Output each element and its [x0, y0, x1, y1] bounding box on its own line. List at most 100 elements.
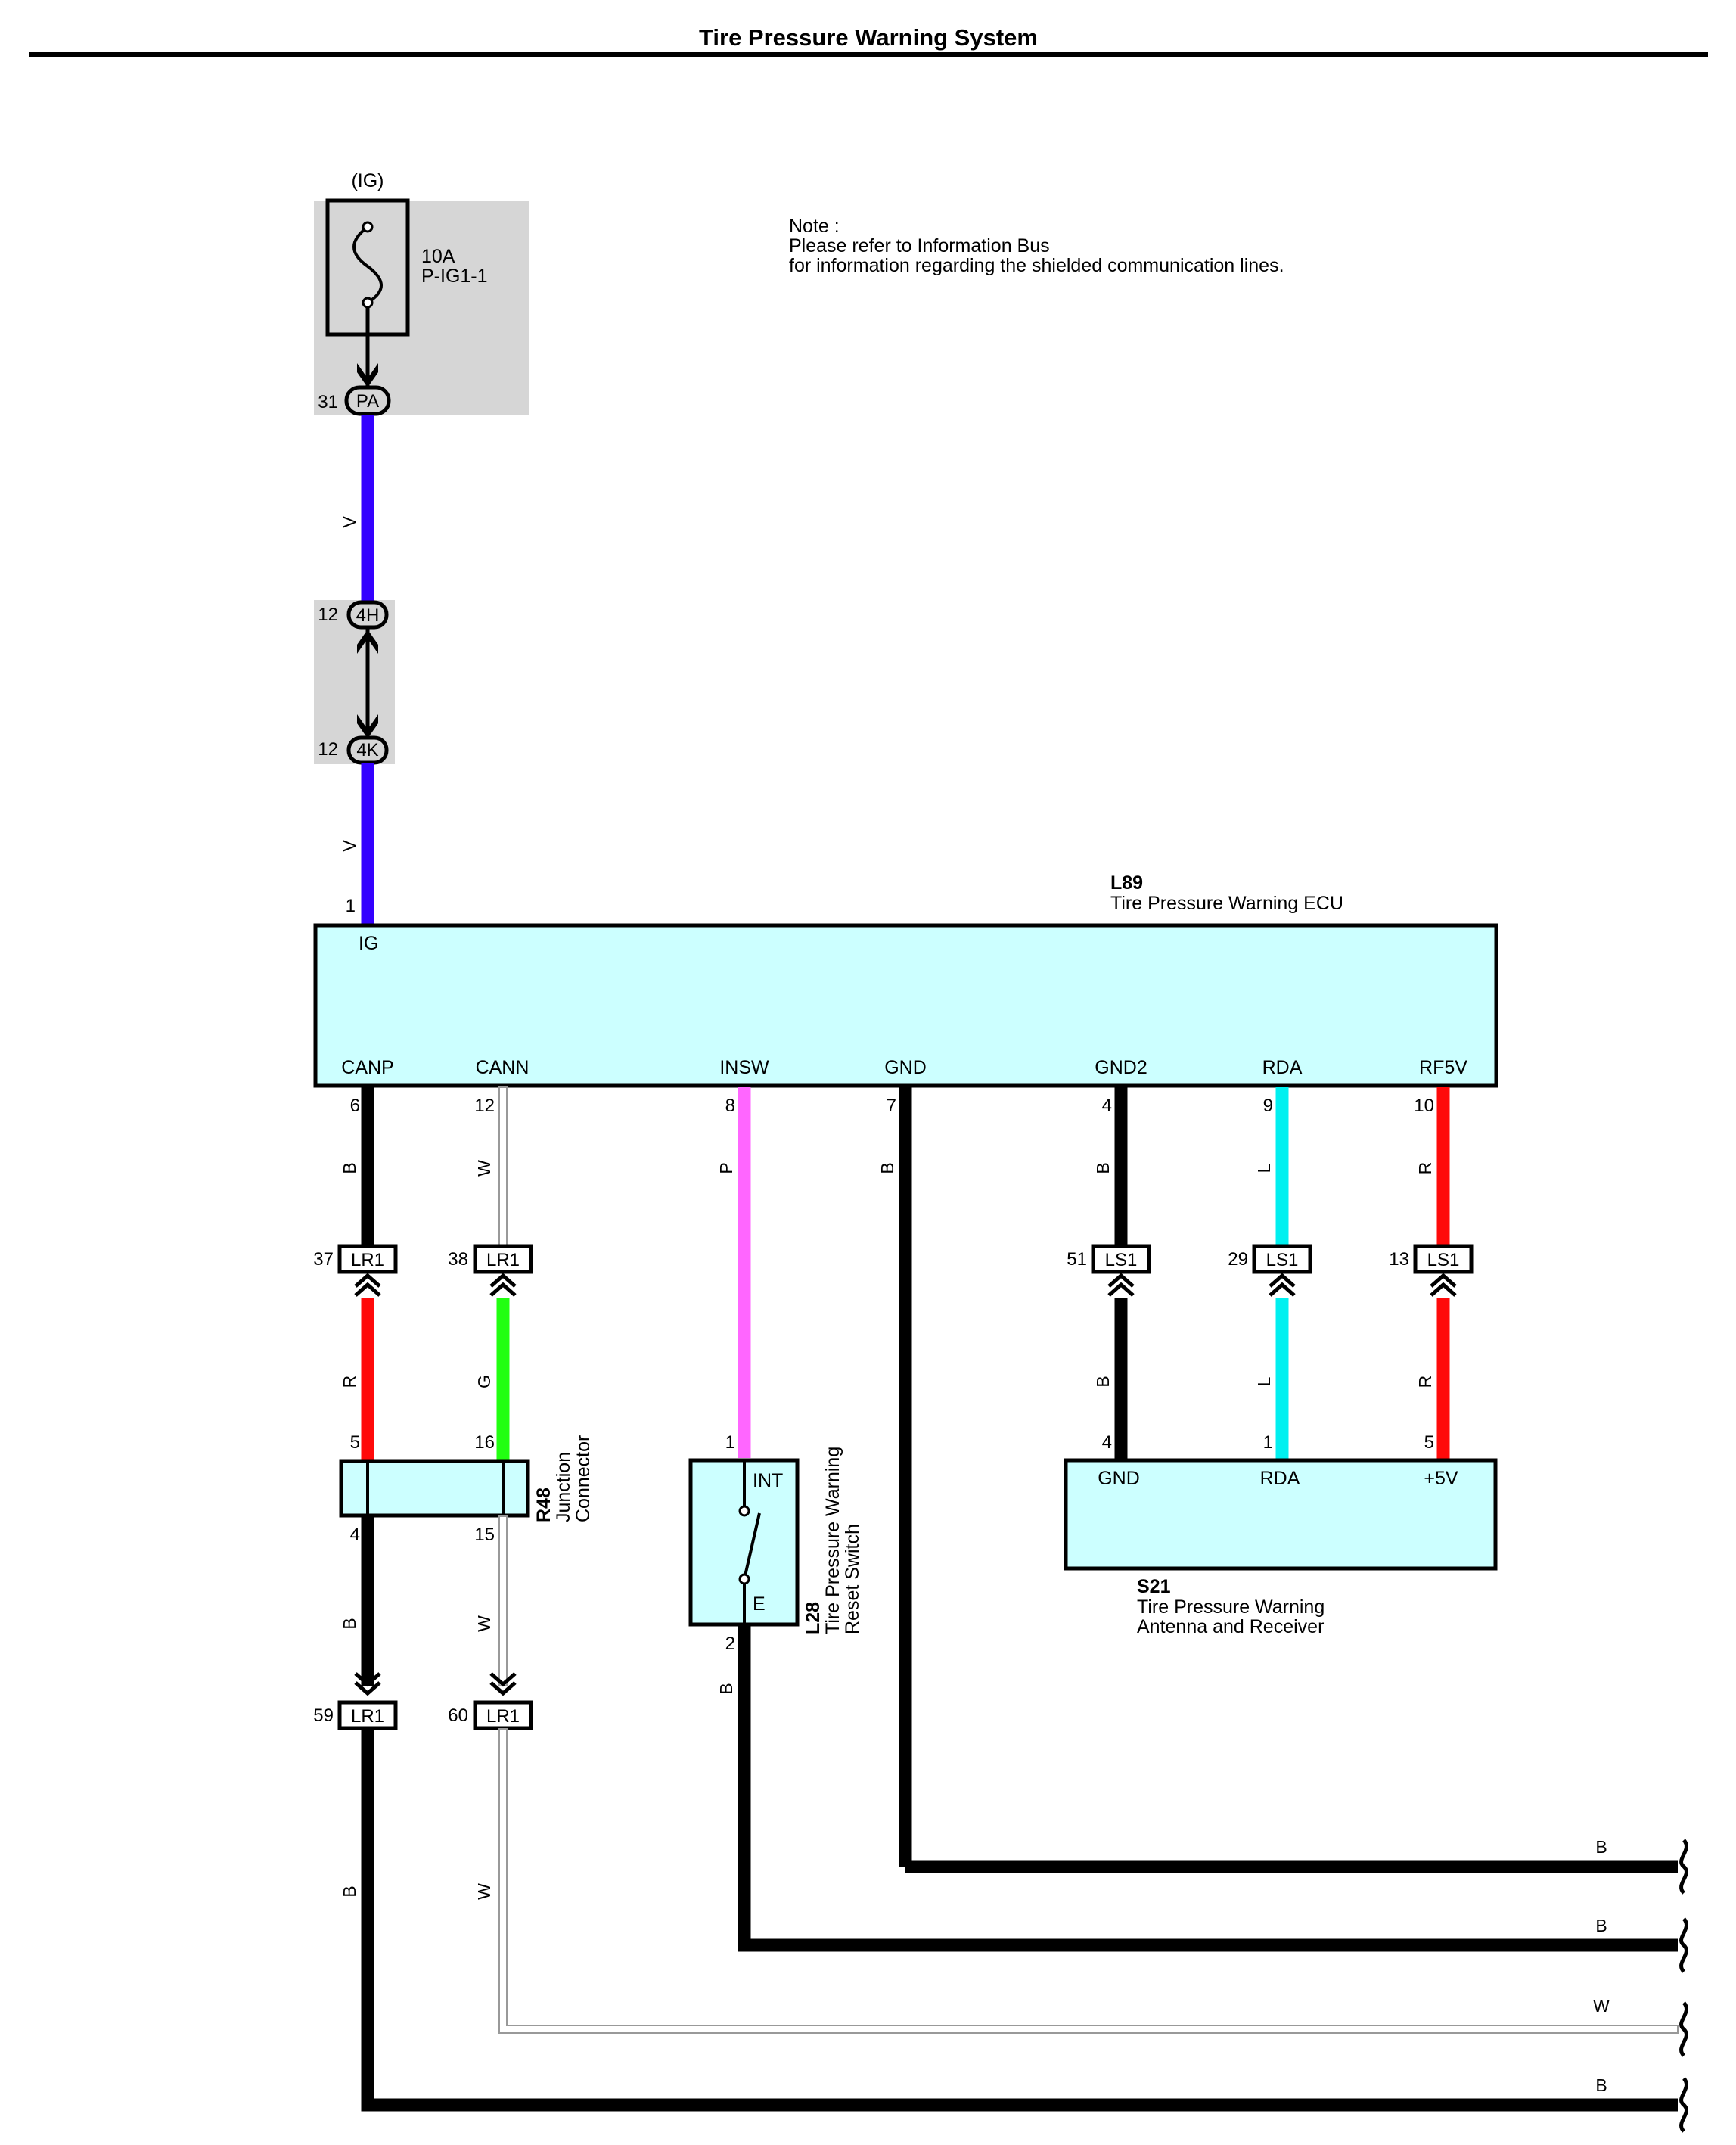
ecu-l89: L89 Tire Pressure Warning ECU IG CANP CA… — [313, 872, 1498, 1088]
l28-pin-1: 1 — [725, 1432, 735, 1453]
ecu-name: Tire Pressure Warning ECU — [1110, 893, 1343, 914]
lr1-59-connector — [337, 1700, 398, 1730]
row2-chevrons — [354, 1672, 517, 1696]
fuse-name: P-IG1-1 — [421, 266, 488, 287]
s21-terminal-gnd: GND — [1098, 1468, 1140, 1489]
ecu-pin-rf5v: 10 — [1414, 1096, 1434, 1116]
wire-color-l28-2-down: B — [716, 1683, 736, 1694]
c4h-connector-label: 4H — [356, 605, 380, 626]
r48-box — [339, 1459, 530, 1518]
c4k-arrow-icon — [357, 714, 378, 738]
fuse-supply-label: (IG) — [351, 170, 384, 191]
ecu-terminal-gnd2: GND2 — [1095, 1057, 1147, 1078]
l28-pin-2: 2 — [725, 1634, 735, 1654]
l28-name-1: Tire Pressure Warning — [822, 1447, 843, 1634]
wire-color-rda: L — [1254, 1163, 1274, 1173]
c4k-pin: 12 — [318, 739, 338, 760]
chevron-up-icon — [489, 1273, 517, 1297]
lr1-60-pin: 60 — [448, 1705, 468, 1726]
fuse-terminal-top — [362, 221, 374, 233]
fuse-terminal-bottom — [362, 297, 374, 309]
ecu-terminal-gnd: GND — [884, 1057, 927, 1078]
c4h-connector — [346, 600, 389, 630]
ls1-51-pin: 51 — [1067, 1249, 1087, 1270]
lr1-59-label: LR1 — [351, 1706, 384, 1727]
wire-break-icon — [1679, 2077, 1688, 2133]
wire-r48-15-down — [498, 1515, 508, 1686]
l28-terminal-e: E — [753, 1593, 766, 1615]
ls1-29-connector — [1252, 1244, 1312, 1274]
ecu-ig-label: IG — [359, 933, 378, 954]
note-line-3: for information regarding the shielded c… — [789, 255, 1284, 276]
ecu-terminal-cann: CANN — [476, 1057, 529, 1078]
c4k-connector-label: 4K — [356, 740, 378, 760]
ls1-13-connector — [1413, 1244, 1474, 1274]
chevron-up-icon — [1107, 1273, 1135, 1297]
s21-pin-rda: 1 — [1263, 1432, 1273, 1453]
output-color-4: B — [1595, 2075, 1607, 2095]
fuse-connector-arrow-icon — [357, 363, 378, 387]
s21-pin-gnd: 4 — [1102, 1432, 1112, 1453]
switch-lever-icon — [743, 1512, 761, 1580]
ecu-pin-gnd: 7 — [887, 1096, 896, 1116]
s21-terminal-5v: +5V — [1424, 1468, 1458, 1489]
ls1-51-connector — [1091, 1244, 1151, 1274]
c4h-arrow-icon — [357, 630, 378, 654]
wire-lr1-59-out — [361, 1729, 1678, 2112]
s21-box — [1064, 1458, 1498, 1571]
wire-color-canp: B — [340, 1162, 359, 1174]
chevron-down-icon — [489, 1672, 517, 1696]
lr1-60-connector — [473, 1700, 533, 1730]
output-color-1: B — [1595, 1837, 1607, 1857]
wire-color-gnd2: B — [1093, 1162, 1113, 1174]
continuation-marks — [1679, 1839, 1688, 2133]
l28-id: L28 — [803, 1602, 824, 1634]
ecu-pin-gnd2: 4 — [1102, 1096, 1112, 1116]
s21-name-2: Antenna and Receiver — [1137, 1616, 1324, 1637]
l28-contact-bottom — [738, 1573, 750, 1585]
l28-contact-top — [738, 1505, 750, 1517]
wire-color-lr1-59-down: B — [340, 1885, 359, 1897]
r48-pin-5: 5 — [350, 1432, 360, 1453]
wire-color-gnd: B — [877, 1162, 897, 1174]
wire-lr1-60-out — [498, 1728, 1679, 2034]
lr1-60-label: LR1 — [486, 1706, 520, 1727]
wire-color-lr1-38-down: G — [474, 1375, 494, 1388]
wire-color-lr1-37-down: R — [340, 1376, 359, 1388]
ls1-29-pin: 29 — [1228, 1249, 1248, 1270]
chevron-up-icon — [1269, 1273, 1296, 1297]
c4h-pin: 12 — [318, 605, 338, 625]
r48-name-2: Connector — [573, 1435, 594, 1522]
wire-break-icon — [1679, 1839, 1688, 1895]
wire-color-ls1-29-down: L — [1254, 1376, 1274, 1386]
ecu-box — [313, 923, 1498, 1088]
connector-row-1: 37 LR1 38 LR1 51 LS1 29 LS1 13 LS1 — [313, 1244, 1474, 1274]
s21-id: S21 — [1137, 1576, 1171, 1597]
wire-color-r48-15-down: W — [474, 1615, 494, 1632]
ls1-13-label: LS1 — [1427, 1250, 1460, 1270]
l28-reset-switch: 1 INT E 2 L28 Tire Pressure Warning Rese… — [688, 1432, 863, 1654]
note-line-1: Note : — [789, 216, 840, 237]
chevron-up-icon — [1430, 1273, 1457, 1297]
note-line-2: Please refer to Information Bus — [789, 235, 1050, 256]
wire-color-r48-4-down: B — [340, 1618, 359, 1629]
lr1-38-connector — [473, 1244, 533, 1274]
ecu-terminal-rf5v: RF5V — [1419, 1057, 1467, 1078]
l28-terminal-int: INT — [753, 1470, 783, 1491]
wire-cann — [498, 1086, 508, 1248]
pa-connector-label: PA — [356, 391, 379, 412]
lr1-37-connector — [337, 1244, 398, 1274]
r48-id: R48 — [533, 1488, 554, 1522]
s21-antenna-receiver: 4 1 5 GND RDA +5V S21 Tire Pressure Warn… — [1064, 1432, 1498, 1637]
ecu-ig-pin: 1 — [346, 896, 356, 916]
ls1-29-label: LS1 — [1266, 1250, 1299, 1270]
wire-color-v-upper: V — [340, 516, 359, 528]
ecu-terminal-insw: INSW — [719, 1057, 769, 1078]
ecu-id: L89 — [1110, 872, 1143, 894]
fuse: (IG) 10A P-IG1-1 — [325, 170, 488, 387]
note: Note : Please refer to Information Bus f… — [789, 216, 1284, 276]
wire-color-cann: W — [474, 1160, 494, 1177]
wire-color-v-lower: V — [340, 840, 359, 852]
wire-break-icon — [1679, 1917, 1688, 1973]
